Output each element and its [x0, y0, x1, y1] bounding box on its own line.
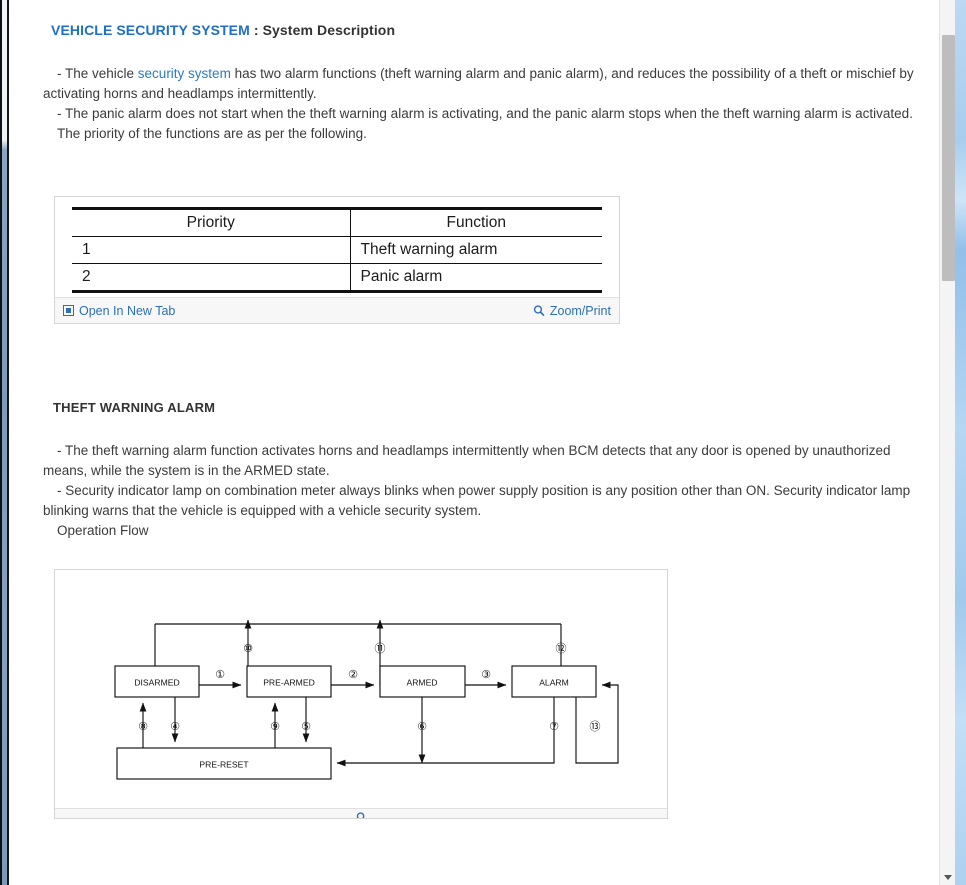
theft-paragraph-3: Operation Flow [43, 521, 915, 541]
theft-p3-text: Operation Flow [57, 523, 149, 538]
table-row: 2 Panic alarm [72, 263, 602, 293]
magnifier-icon [533, 304, 545, 317]
open-in-new-window-icon [63, 305, 74, 316]
intro-p3-text: The priority of the functions are as per… [57, 126, 367, 141]
table-row: 1 Theft warning alarm [72, 236, 602, 264]
transition-label-1: ① [215, 668, 225, 681]
intro-p2-text: - The panic alarm does not start when th… [57, 106, 913, 121]
zoom-print-button[interactable]: Zoom/Print [533, 304, 611, 318]
scrollbar-thumb[interactable] [942, 35, 955, 281]
window-scrollbar-thumb[interactable] [955, 0, 966, 885]
priority-table-body: Priority Function 1 Theft warning alarm … [55, 197, 619, 297]
theft-paragraph-2: - Security indicator lamp on combination… [43, 481, 915, 521]
state-diagram-canvas: DISARMED PRE-ARMED ARMED ALARM PRE-RESET… [55, 570, 667, 818]
theft-p1-text: - The theft warning alarm function activ… [43, 443, 891, 478]
page-title-suffix: : System Description [249, 22, 396, 38]
cell-function: Panic alarm [349, 263, 602, 293]
transition-label-7: ⑦ [549, 720, 559, 733]
transition-label-12: ⑫ [556, 642, 567, 655]
magnifier-icon [356, 810, 367, 818]
open-in-new-tab-label: Open In New Tab [79, 303, 176, 318]
spacer [43, 324, 915, 400]
cell-priority: 2 [72, 263, 350, 293]
left-edge-divider [0, 0, 2, 885]
transition-label-4: ④ [170, 720, 180, 733]
transition-label-8: ⑧ [138, 720, 148, 733]
page-area: VEHICLE SECURITY SYSTEM : System Descrip… [9, 0, 966, 885]
intro-p1-prefix: - The vehicle [57, 66, 138, 81]
intro-p1-suffix: has two alarm functions (theft warning a… [43, 66, 914, 101]
state-diagram-svg: DISARMED PRE-ARMED ARMED ALARM PRE-RESET… [114, 619, 619, 780]
left-edge-panel [0, 0, 9, 885]
zoom-print-label: Zoom/Print [549, 303, 611, 318]
transition-label-6: ⑥ [417, 720, 427, 733]
open-in-new-tab-button[interactable]: Open In New Tab [63, 304, 175, 318]
theft-p2-text: - Security indicator lamp on combination… [43, 483, 911, 518]
priority-table-body-rows: 1 Theft warning alarm 2 Panic alarm [72, 236, 602, 293]
column-header-function: Function [349, 208, 602, 237]
theft-paragraph-1: - The theft warning alarm function activ… [43, 441, 915, 481]
document-content: VEHICLE SECURITY SYSTEM : System Descrip… [9, 0, 939, 885]
transition-label-11: ⑪ [375, 642, 386, 655]
intro-paragraph-3: The priority of the functions are as per… [43, 124, 915, 144]
spacer [43, 144, 915, 196]
window-scrollbar[interactable] [955, 0, 966, 885]
spacer [43, 38, 915, 64]
page-title: VEHICLE SECURITY SYSTEM : System Descrip… [51, 22, 915, 38]
transition-numbers: ① ② ③ ④ ⑤ ⑥ ⑦ ⑧ ⑨ ⑩ ⑪ ⑫ ⑬ [138, 642, 600, 733]
operation-flow-toolbar-partial [55, 808, 667, 818]
priority-table-figure: Priority Function 1 Theft warning alarm … [54, 196, 620, 324]
figure-toolbar: Open In New Tab Zoom/Print [55, 297, 619, 323]
transition-label-13: ⑬ [590, 720, 601, 733]
document-scrollbar[interactable] [939, 0, 955, 885]
operation-flow-figure: DISARMED PRE-ARMED ARMED ALARM PRE-RESET… [54, 569, 668, 819]
intro-paragraph-1: - The vehicle security system has two al… [43, 64, 915, 104]
spacer [43, 415, 915, 441]
state-label-alarm: ALARM [539, 678, 569, 688]
state-label-pre-armed: PRE-ARMED [263, 678, 315, 688]
transition-label-5: ⑤ [301, 720, 311, 733]
table-header-row: Priority Function [72, 208, 602, 237]
transition-label-3: ③ [481, 668, 491, 681]
state-label-armed: ARMED [406, 678, 437, 688]
spacer [43, 541, 915, 569]
state-label-pre-reset: PRE-RESET [199, 760, 249, 770]
priority-table: Priority Function 1 Theft warning alarm … [72, 207, 602, 293]
page-title-system: VEHICLE SECURITY SYSTEM [51, 22, 250, 38]
state-label-disarmed: DISARMED [134, 678, 179, 688]
security-system-link[interactable]: security system [137, 66, 231, 81]
cell-priority: 1 [72, 236, 350, 264]
section-title-theft-warning-alarm: THEFT WARNING ALARM [53, 400, 216, 415]
scroll-down-arrow-icon[interactable] [940, 869, 956, 885]
cell-function: Theft warning alarm [349, 236, 602, 264]
column-header-priority: Priority [72, 208, 350, 237]
transition-label-2: ② [348, 668, 358, 681]
transition-label-9: ⑨ [270, 720, 280, 733]
priority-table-head: Priority Function [72, 208, 602, 237]
intro-paragraph-2: - The panic alarm does not start when th… [43, 104, 915, 124]
transition-label-10: ⑩ [243, 642, 253, 655]
